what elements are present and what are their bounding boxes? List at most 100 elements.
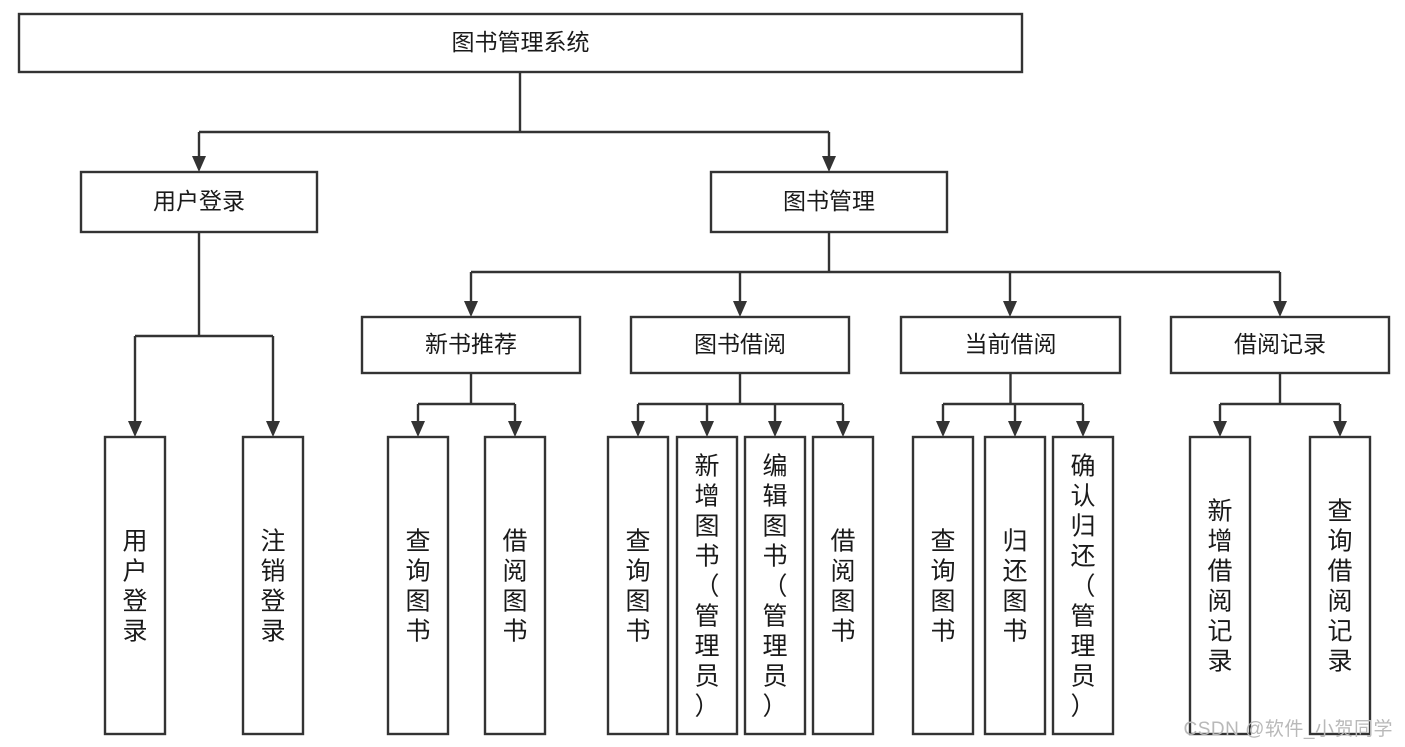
node-label-char: 录 (260, 618, 285, 646)
node-box[interactable] (103, 435, 167, 736)
node-label-char: 书 (930, 618, 955, 646)
node-label-char: 新 (1207, 498, 1232, 526)
level1-node-book-manage[interactable]: 图书管理 (709, 170, 949, 234)
node-label-char: 书 (625, 618, 650, 646)
arrow-head-icon (266, 421, 280, 437)
node-label-char: 询 (1327, 528, 1352, 556)
node-label-char: 询 (625, 558, 650, 586)
node-label-char: 阅 (830, 558, 855, 586)
arrow-head-icon (1003, 301, 1017, 317)
node-box[interactable] (606, 435, 670, 736)
watermark-text: CSDN @软件_小贺同学 (1183, 719, 1393, 740)
node-label-char: 阅 (1207, 588, 1232, 616)
node-label-char: 员 (694, 663, 719, 691)
node-label-char: 图 (930, 588, 955, 616)
node-label-char: 书 (1002, 618, 1027, 646)
node-label-char: 借 (1327, 558, 1352, 586)
node-label-char: 录 (122, 618, 147, 646)
arrow-head-icon (192, 156, 206, 172)
node-box[interactable] (1169, 315, 1391, 375)
node-box[interactable] (1308, 435, 1372, 736)
node-box[interactable] (911, 435, 975, 736)
arrow-head-icon (1008, 421, 1022, 437)
node-box[interactable] (983, 435, 1047, 736)
node-label-char: 员 (762, 663, 787, 691)
root-node-root[interactable]: 图书管理系统 (17, 12, 1024, 74)
node-box[interactable] (709, 170, 949, 234)
node-label-char: （ (1070, 573, 1095, 601)
level2-node-borrow-records[interactable]: 借阅记录 (1169, 315, 1391, 375)
node-label-char: 图 (502, 588, 527, 616)
node-label-char: 注 (260, 528, 285, 556)
node-box[interactable] (17, 12, 1024, 74)
node-box[interactable] (743, 435, 807, 736)
node-label-char: 登 (122, 588, 147, 616)
arrow-head-icon (1076, 421, 1090, 437)
node-label-char: 图 (830, 588, 855, 616)
node-label-char: 阅 (1327, 588, 1352, 616)
node-box[interactable] (241, 435, 305, 736)
node-layer: 图书管理系统用户登录图书管理新书推荐图书借阅当前借阅借阅记录用户登录注销登录查询… (17, 12, 1391, 736)
node-label-char: （ (762, 573, 787, 601)
arrow-head-icon (936, 421, 950, 437)
arrow-head-icon (128, 421, 142, 437)
node-label: 用户登录 (153, 188, 245, 214)
level1-node-user-login[interactable]: 用户登录 (79, 170, 319, 234)
node-box[interactable] (811, 435, 875, 736)
node-label-char: 认 (1070, 483, 1095, 511)
node-box[interactable] (629, 315, 851, 375)
node-box[interactable] (1188, 435, 1252, 736)
node-label-char: 管 (694, 603, 719, 631)
node-label-char: 理 (762, 633, 787, 661)
level2-node-book-borrow[interactable]: 图书借阅 (629, 315, 851, 375)
level2-node-new-book-recommend[interactable]: 新书推荐 (360, 315, 582, 375)
node-label-char: 借 (502, 528, 527, 556)
node-label-char: （ (694, 573, 719, 601)
leaf-node-leaf-user-login[interactable]: 用户登录 (103, 435, 167, 736)
node-box[interactable] (360, 315, 582, 375)
arrow-head-icon (1213, 421, 1227, 437)
node-label-char: 查 (625, 528, 650, 556)
node-label-char: 新 (694, 453, 719, 481)
node-box[interactable] (483, 435, 547, 736)
arrow-head-icon (733, 301, 747, 317)
connector-layer (128, 72, 1347, 437)
node-label-char: 书 (405, 618, 430, 646)
node-label-char: 用 (122, 528, 147, 556)
node-box[interactable] (899, 315, 1122, 375)
arrow-head-icon (464, 301, 478, 317)
node-label: 当前借阅 (965, 331, 1057, 357)
arrow-head-icon (508, 421, 522, 437)
node-label-char: 录 (1327, 648, 1352, 676)
node-label-char: 管 (762, 603, 787, 631)
node-label-char: 理 (1070, 633, 1095, 661)
node-label: 图书借阅 (694, 331, 786, 357)
node-label: 图书管理 (783, 188, 875, 214)
node-label-char: 辑 (762, 483, 787, 511)
node-box[interactable] (675, 435, 739, 736)
level2-node-current-borrow[interactable]: 当前借阅 (899, 315, 1122, 375)
node-box[interactable] (79, 170, 319, 234)
node-label-char: 书 (694, 543, 719, 571)
node-label-char: 查 (405, 528, 430, 556)
node-label-char: 图 (694, 513, 719, 541)
node-box[interactable] (1051, 435, 1115, 736)
node-box[interactable] (386, 435, 450, 736)
node-label: 图书管理系统 (452, 29, 590, 55)
node-label-char: 图 (1002, 588, 1027, 616)
node-label-char: 询 (405, 558, 430, 586)
node-label-char: 增 (1207, 528, 1232, 556)
